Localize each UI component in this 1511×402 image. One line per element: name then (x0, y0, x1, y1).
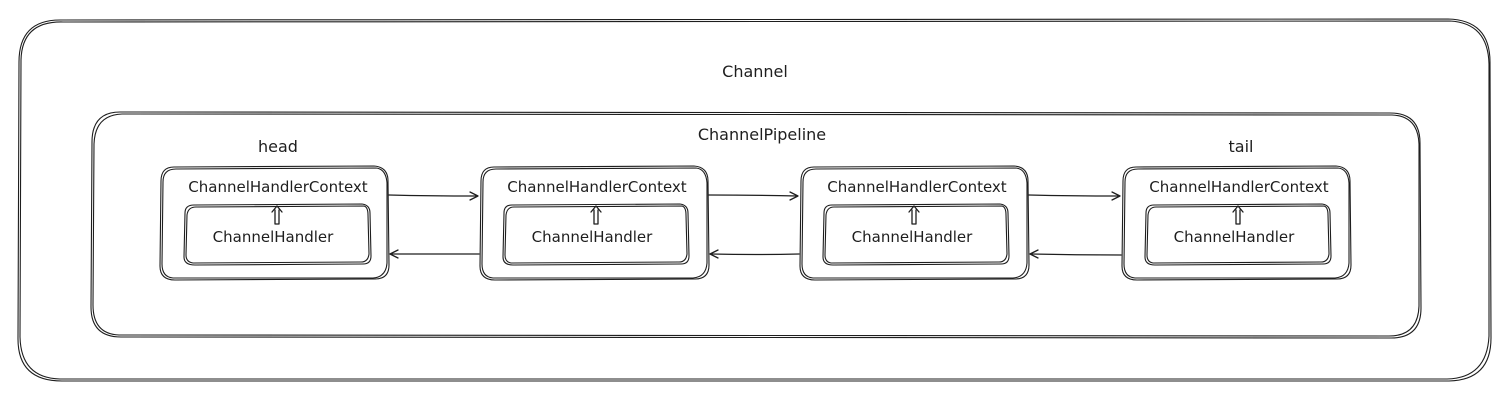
channel-handler-1 (183, 203, 372, 266)
channel-handler-3 (822, 203, 1010, 266)
pipeline-label: ChannelPipeline (698, 125, 826, 144)
channel-handler-4 (1144, 203, 1332, 266)
context-label-4: ChannelHandlerContext (1149, 178, 1329, 196)
next-arrow-1-2 (388, 191, 479, 201)
head-label: head (258, 137, 298, 156)
prev-arrow-4-3 (1029, 249, 1122, 259)
next-arrow-2-3 (708, 191, 799, 201)
handler-label-1: ChannelHandler (213, 228, 334, 246)
context-label-2: ChannelHandlerContext (507, 178, 687, 196)
channel-label: Channel (722, 62, 788, 81)
handler-label-3: ChannelHandler (852, 228, 973, 246)
handler-link-arrow-4 (1232, 205, 1244, 225)
handler-link-arrow-2 (590, 205, 602, 225)
context-label-3: ChannelHandlerContext (827, 178, 1007, 196)
handler-context-2 (479, 165, 710, 281)
channel-container (17, 18, 1492, 382)
handler-context-3 (799, 165, 1030, 281)
handler-context-4 (1121, 165, 1352, 281)
next-arrow-3-4 (1028, 191, 1121, 201)
handler-link-arrow-3 (908, 205, 920, 225)
channel-handler-2 (502, 203, 690, 266)
handler-label-2: ChannelHandler (532, 228, 653, 246)
tail-label: tail (1229, 137, 1254, 156)
context-label-1: ChannelHandlerContext (188, 178, 368, 196)
handler-label-4: ChannelHandler (1174, 228, 1295, 246)
handler-link-arrow-1 (271, 205, 283, 225)
prev-arrow-3-2 (709, 249, 800, 259)
handler-context-1 (159, 165, 390, 281)
pipeline-container (90, 111, 1422, 339)
prev-arrow-2-1 (389, 249, 480, 259)
